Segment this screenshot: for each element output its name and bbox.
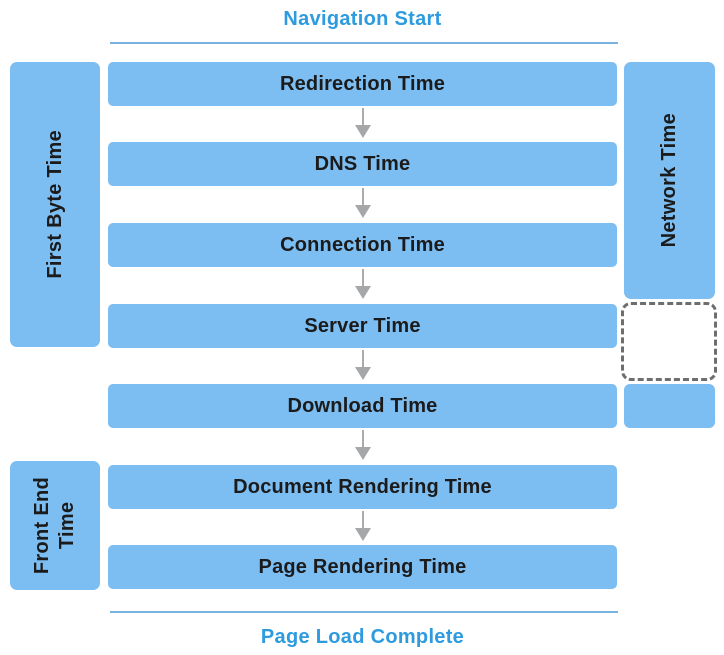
front-end-time-bar: Front End Time: [10, 461, 100, 590]
flow-arrow-down-icon: [108, 430, 617, 460]
step-redirection-time: Redirection Time: [108, 62, 617, 106]
front-end-time-label: Front End Time: [31, 476, 78, 575]
arrow-head: [354, 528, 371, 541]
arrow-head: [354, 447, 371, 460]
step-dns-time: DNS Time: [108, 142, 617, 186]
network-time-bar-tail-segment: [624, 384, 715, 428]
network-time-label: Network Time: [658, 113, 680, 248]
step-dns-time-label: DNS Time: [314, 152, 411, 175]
first-byte-time-label: First Byte Time: [43, 130, 66, 279]
step-page-rendering-time: Page Rendering Time: [108, 545, 617, 589]
arrow-stem: [361, 511, 364, 528]
step-document-rendering-time-label: Document Rendering Time: [233, 475, 492, 498]
page-load-complete-line: [110, 611, 618, 613]
arrow-head: [354, 286, 371, 299]
arrow-head: [354, 125, 371, 138]
step-download-time-label: Download Time: [287, 394, 438, 417]
arrow-stem: [361, 350, 364, 367]
navigation-start-line: [110, 42, 618, 44]
arrow-stem: [361, 108, 364, 125]
step-page-rendering-time-label: Page Rendering Time: [258, 555, 467, 578]
step-document-rendering-time: Document Rendering Time: [108, 465, 617, 509]
flow-arrow-down-icon: [108, 269, 617, 299]
step-download-time: Download Time: [108, 384, 617, 428]
step-connection-time: Connection Time: [108, 223, 617, 267]
page-load-complete-label: Page Load Complete: [260, 626, 465, 648]
flow-arrow-down-icon: [108, 350, 617, 380]
arrow-stem: [361, 430, 364, 447]
first-byte-time-bar: First Byte Time: [10, 62, 100, 347]
network-time-dashed-extension: [621, 302, 717, 381]
step-redirection-time-label: Redirection Time: [279, 72, 446, 95]
arrow-head: [354, 205, 371, 218]
arrow-stem: [361, 188, 364, 205]
navigation-start-label: Navigation Start: [283, 8, 442, 30]
step-server-time: Server Time: [108, 304, 617, 348]
step-server-time-label: Server Time: [304, 314, 421, 337]
flow-arrow-down-icon: [108, 511, 617, 541]
flow-arrow-down-icon: [108, 108, 617, 138]
flow-arrow-down-icon: [108, 188, 617, 218]
arrow-stem: [361, 269, 364, 286]
step-connection-time-label: Connection Time: [280, 233, 445, 256]
arrow-head: [354, 367, 371, 380]
network-time-bar: Network Time: [624, 62, 715, 299]
